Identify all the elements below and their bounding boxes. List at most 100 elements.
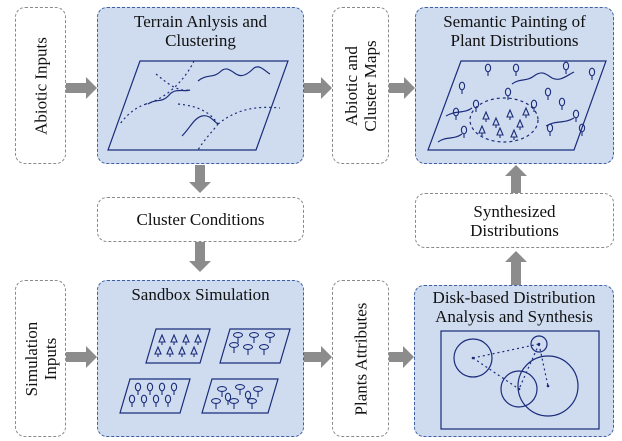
abiotic-inputs-node: Abiotic Inputs [15,7,66,164]
sandbox-plot-4 [201,378,279,414]
plant-distribution-illustration [427,60,607,151]
abiotic-cluster-maps-node: Abiotic and Cluster Maps [332,7,389,164]
conifer-icon [516,118,524,128]
arrow-siminputs-to-sandbox [66,346,97,368]
shrub-icon [210,398,222,404]
tree-icon [170,382,178,392]
conifer-icon [482,110,490,120]
sandbox-plots-illustration [119,328,291,414]
conifer-icon [190,345,198,355]
sandbox-plot-3 [119,378,191,414]
semantic-painting-node: Semantic Painting of Plant Distributions [415,7,614,164]
tree-icon [244,390,252,400]
conifer-icon [492,116,500,126]
disk-based-title-line2: Analysis and Synthesis [435,307,593,326]
synthesized-distributions-label: Synthesized Distributions [416,194,613,247]
tree-icon [460,125,468,135]
simulation-inputs-line2: Inputs [40,337,60,380]
shrub-icon [248,332,260,338]
sandbox-simulation-title: Sandbox Simulation [131,285,270,304]
simulation-inputs-node: Simulation Inputs [15,280,66,437]
arrow-abiotic-to-terrain [66,77,97,99]
conifer-icon [158,333,166,343]
tree-icon [452,107,460,117]
tree-icon [164,394,172,404]
disk-based-node: Disk-based Distribution Analysis and Syn… [414,285,614,437]
synthesized-line1: Synthesized [473,201,556,221]
sandbox-plot-1 [145,328,211,364]
tree-icon [572,109,580,119]
shrub-icon [232,332,244,338]
disk-based-title-line1: Disk-based Distribution [432,288,596,307]
tree-icon [472,99,480,109]
shrub-icon [234,384,246,390]
tree-icon [146,382,154,392]
tree-icon [224,392,232,402]
shrub-icon [264,332,276,338]
simulation-inputs-label: Simulation Inputs [22,321,60,396]
disk-3 [500,370,538,408]
disk-domain-rect [440,330,600,430]
tree-icon [530,99,538,109]
conifer-icon [194,333,202,343]
arrow-disk-to-synthesized [505,251,527,285]
shrub-icon [228,398,240,404]
sandbox-plot-2 [219,328,291,364]
synthesized-line2: Distributions [470,220,559,240]
disk-analysis-illustration [440,330,600,430]
abiotic-inputs-label: Abiotic Inputs [31,36,50,135]
tree-icon [134,382,142,392]
sandbox-simulation-node: Sandbox Simulation [97,280,304,437]
abiotic-cluster-maps-line2: Cluster Maps [360,39,380,132]
semantic-painting-title: Semantic Painting of Plant Distributions [416,12,613,50]
tree-icon [558,97,566,107]
terrain-clustering-illustration [107,60,289,151]
plants-attributes-label: Plants Attributes [351,302,370,415]
terrain-analysis-title-line2: Clustering [165,31,236,50]
shrub-icon [228,342,240,348]
arrow-conditions-to-sandbox [189,242,211,272]
conifer-icon [522,106,530,116]
abiotic-cluster-maps-line1: Abiotic and [341,45,361,126]
disk-based-title: Disk-based Distribution Analysis and Syn… [415,288,613,326]
disk-1 [453,338,493,378]
tree-icon [578,123,586,133]
shrub-icon [216,386,228,392]
tree-icon [484,63,492,73]
cluster-conditions-node: Cluster Conditions [97,197,304,242]
tree-icon [152,394,160,404]
terrain-analysis-title-line1: Terrain Anlysis and [134,12,267,31]
semantic-painting-title-line1: Semantic Painting of [443,12,586,31]
conifer-icon [166,345,174,355]
tree-icon [544,87,552,97]
cluster-conditions-label: Cluster Conditions [136,210,265,229]
conifer-icon [182,333,190,343]
semantic-painting-title-line2: Plant Distributions [450,31,579,50]
disk-2 [530,335,548,353]
abiotic-cluster-maps-label: Abiotic and Cluster Maps [342,40,380,131]
terrain-analysis-title: Terrain Anlysis and Clustering [98,12,303,50]
shrub-icon [258,344,270,350]
arrow-maps-to-painting [389,77,415,99]
tree-icon [128,394,136,404]
arrow-synthesized-to-painting [505,165,527,193]
conifer-icon [178,345,186,355]
conifer-icon [154,345,162,355]
conifer-icon [510,128,518,138]
disk-4 [517,355,579,417]
shrub-icon [246,398,258,404]
terrain-analysis-node: Terrain Anlysis and Clustering [97,7,304,164]
conifer-icon [496,126,504,136]
tree-icon [512,63,520,73]
shrub-icon [252,386,264,392]
tree-icon [588,67,596,77]
tree-icon [158,382,166,392]
conifer-icon [170,333,178,343]
tree-icon [504,87,512,97]
arrow-terrain-to-maps [304,77,332,99]
tree-icon [458,81,466,91]
arrow-attributes-to-disk [389,346,414,368]
shrub-icon [242,344,254,350]
tree-icon [140,394,148,404]
